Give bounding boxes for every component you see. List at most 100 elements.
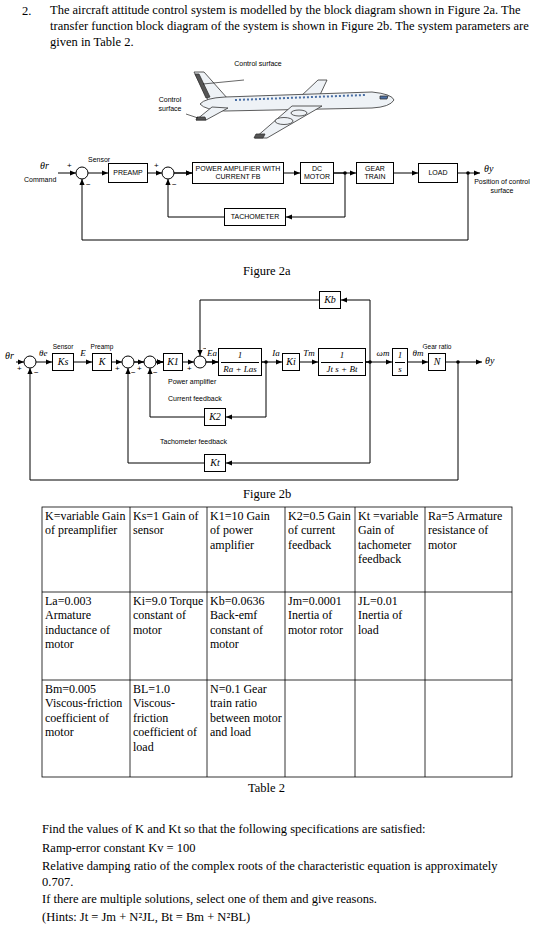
block-text: s	[395, 363, 405, 374]
sign: +	[115, 364, 120, 374]
table-cell: Jm=0.0001 Inertia of motor rotor	[288, 594, 352, 637]
signal-connector	[284, 170, 300, 175]
summing-junction	[24, 356, 36, 368]
block-box: Kb	[319, 291, 341, 309]
table-cell: K1=10 Gain of power amplifier	[210, 509, 282, 552]
table-cell: Kb=0.0636 Back-emf constant of motor	[210, 594, 282, 652]
table-cell: Ki=9.0 Torque constant of motor	[133, 594, 204, 637]
block-text: K1	[167, 356, 179, 368]
arrowhead	[125, 368, 130, 374]
rudder	[195, 74, 210, 98]
block-text: Kb	[324, 294, 336, 306]
block-heading: Sensor	[53, 343, 74, 350]
table-cell: Kt =variable Gain of tachometer feedback	[358, 509, 422, 567]
block-text: Jt s + Bt	[321, 363, 363, 374]
arrowhead	[116, 359, 122, 364]
table-cell: Ks=1 Gain of sensor	[133, 509, 204, 538]
figure-caption: Figure 2b	[243, 487, 291, 503]
arrowhead	[474, 170, 480, 175]
table-caption: Table 2	[248, 781, 285, 797]
signal-name: θy	[484, 163, 493, 176]
arrowhead	[156, 170, 162, 175]
connector-line	[226, 362, 370, 463]
summing-junction	[76, 167, 88, 179]
arrowhead	[79, 179, 84, 185]
leader-lines	[186, 80, 244, 118]
table-cell: K=variable Gain of preamplifier	[45, 509, 127, 538]
summing-junction	[162, 167, 174, 179]
block-text: N	[434, 356, 441, 368]
block-label: Power amplifier	[168, 378, 216, 387]
arrowhead	[226, 414, 232, 419]
question-text: The aircraft attitude control system is …	[50, 3, 536, 51]
sign: +	[187, 364, 192, 374]
sign: −	[153, 368, 158, 378]
sign: −	[34, 368, 39, 378]
body-text: (Hints: Jt = Jm + N²JL, Bt = Bm + N²BL)	[42, 910, 542, 926]
signal-connector	[30, 359, 458, 480]
sign: +	[67, 161, 72, 171]
table-cell: La=0.003 Armature inductance of motor	[45, 594, 127, 652]
block-box: TACHOMETER	[224, 208, 286, 226]
signal-name: Ea	[206, 348, 218, 359]
signal-name: θy	[485, 355, 494, 368]
block-text: K2	[209, 411, 221, 423]
wing	[255, 106, 322, 138]
block-box: GEAR TRAIN	[356, 162, 394, 184]
block-text: Ks	[58, 356, 69, 368]
block-box: Ki	[282, 353, 300, 371]
signal-name: E	[79, 348, 87, 359]
block-box: Gear ratioN	[428, 353, 446, 371]
arrowhead	[286, 214, 292, 219]
signal-name: Ia	[271, 348, 281, 359]
block-text: PREAMP	[113, 169, 143, 177]
arrowhead	[147, 368, 152, 374]
leader-line	[203, 80, 244, 84]
arrowhead	[341, 297, 347, 302]
signal-name: Position of control surface	[474, 178, 530, 196]
engine	[275, 118, 293, 125]
arrowhead	[138, 359, 144, 364]
block-box: K2	[204, 408, 226, 426]
table-border	[42, 507, 512, 777]
elevator	[196, 117, 206, 120]
block-text: Ra + Las	[221, 363, 259, 374]
transfer-function-block: 1s	[392, 348, 408, 376]
table-cell: K2=0.5 Gain of current feedback	[288, 509, 352, 552]
summing-junction	[144, 356, 156, 368]
table-cell: JL=0.01 Inertia of load	[358, 594, 422, 637]
sign: +	[17, 364, 22, 374]
signal-connector	[394, 170, 418, 175]
block-heading: Gear ratio	[423, 343, 452, 350]
connector-line	[128, 362, 204, 463]
sign: +	[137, 364, 142, 374]
sign: −	[131, 368, 136, 378]
block-text: 1	[221, 350, 259, 362]
summing-junction	[194, 356, 206, 368]
body-text: Find the values of K and Kt so that the …	[42, 822, 542, 838]
block-text: LOAD	[428, 169, 447, 177]
table-cell: Ra=5 Armature resistance of motor	[428, 509, 509, 552]
branch-point	[456, 360, 460, 364]
block-box: K1	[163, 353, 183, 371]
question-number: 2.	[22, 4, 31, 20]
engine	[291, 110, 307, 116]
table-cell: BL=1.0 Viscous-friction coefficient of l…	[133, 682, 204, 754]
block-text: POWER AMPLIFIER WITH CURRENT FB	[195, 165, 281, 181]
branch-point	[466, 171, 470, 175]
branch-point	[368, 360, 372, 364]
block-text: DC MOTOR	[303, 165, 331, 181]
sign: +	[154, 161, 159, 171]
signal-connector	[128, 359, 204, 463]
arrowhead	[70, 170, 76, 175]
stabilizer	[196, 107, 228, 120]
block-box: PreampK	[92, 353, 112, 371]
branch-point	[343, 171, 347, 175]
block-text: Kt	[210, 457, 219, 469]
arrowhead	[18, 359, 24, 364]
block-box: DC MOTOR	[300, 162, 334, 184]
connector-line	[30, 362, 458, 480]
part-label: Control surface	[148, 96, 192, 114]
